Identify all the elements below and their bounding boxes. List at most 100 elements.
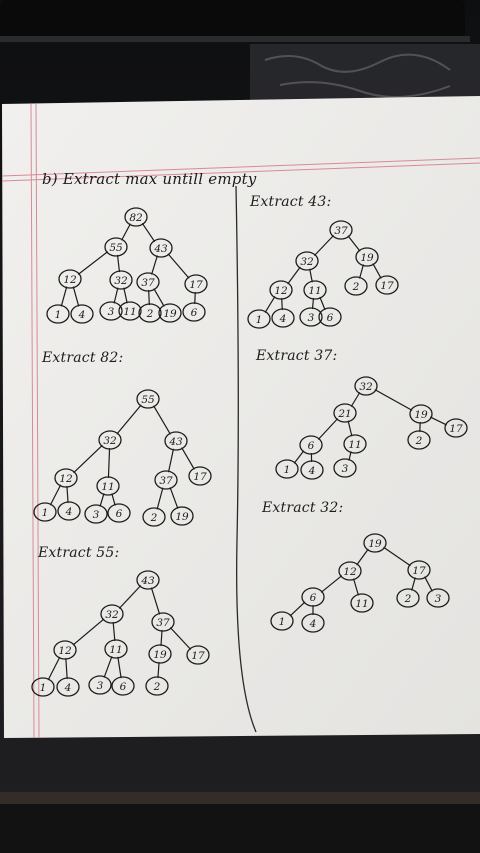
node-value: 12: [63, 274, 77, 286]
tree-edge: [309, 268, 313, 283]
table-edge: [0, 792, 480, 804]
tree-node: 3: [299, 307, 323, 327]
node-circle: [138, 303, 162, 323]
node-value: 12: [59, 473, 73, 485]
tree-node: 2: [142, 507, 166, 527]
node-value: 19: [414, 409, 428, 421]
node-value: 1: [256, 314, 263, 326]
tree-edge: [430, 416, 447, 426]
node-value: 43: [168, 436, 183, 448]
tree-node: 4: [56, 677, 80, 697]
node-circle: [343, 434, 367, 454]
node-circle: [186, 645, 210, 665]
node-circle: [107, 503, 131, 523]
node-value: 32: [114, 275, 128, 287]
tree-node: 55: [136, 389, 160, 409]
tree-edge: [374, 389, 413, 411]
tree-node: 3: [84, 504, 108, 524]
node-circle: [109, 270, 133, 290]
node-circle: [148, 644, 172, 664]
node-circle: [301, 613, 325, 633]
tree-edge: [181, 447, 195, 470]
tree-node: 1: [270, 611, 294, 631]
node-circle: [375, 275, 399, 295]
node-circle: [303, 280, 327, 300]
node-value: 55: [141, 394, 155, 406]
tree-edge: [293, 450, 305, 464]
tree-node: 1: [33, 502, 57, 522]
node-value: 82: [129, 212, 143, 224]
node-circle: [170, 506, 194, 526]
node-circle: [70, 304, 94, 324]
tree-edge: [141, 223, 156, 242]
tree-node: 12: [54, 468, 78, 488]
tree-edge: [170, 627, 191, 650]
tree-node: 11: [118, 301, 142, 321]
tree-edge: [320, 575, 343, 593]
node-value: 11: [355, 598, 368, 610]
node-circle: [136, 389, 160, 409]
tree-edge: [72, 618, 105, 646]
tree-edge: [314, 235, 334, 256]
node-circle: [363, 533, 387, 553]
node-value: 19: [368, 538, 382, 550]
step-label-extract-37: Extract 37:: [256, 348, 338, 364]
tree-node: 4: [70, 304, 94, 324]
tree-node: 6: [107, 503, 131, 523]
node-circle: [88, 675, 112, 695]
node-circle: [271, 308, 295, 328]
node-circle: [124, 207, 148, 227]
node-value: 12: [58, 645, 72, 657]
node-circle: [58, 269, 82, 289]
node-circle: [98, 430, 122, 450]
tree-edge: [359, 264, 364, 279]
node-circle: [57, 501, 81, 521]
tree-node: 17: [407, 560, 431, 580]
node-value: 37: [159, 475, 173, 487]
node-value: 1: [279, 616, 286, 628]
tree-node: 19: [409, 404, 433, 424]
node-circle: [54, 468, 78, 488]
tree-node: 43: [149, 238, 173, 258]
tree-node: 82: [124, 207, 148, 227]
node-circle: [154, 470, 178, 490]
node-value: 11: [101, 481, 114, 493]
node-value: 17: [193, 471, 207, 483]
node-circle: [53, 640, 77, 660]
tree-node: 2: [407, 430, 431, 450]
tree-edge: [111, 493, 116, 506]
node-value: 2: [146, 308, 154, 320]
node-value: 11: [109, 644, 122, 656]
node-circle: [301, 587, 325, 607]
tree-edge: [112, 621, 116, 642]
tree-node: 2: [344, 276, 368, 296]
tree-edge: [347, 235, 361, 252]
world-map-mat: [250, 44, 480, 104]
tree-node: 1: [247, 309, 271, 329]
tree-edge: [153, 288, 165, 307]
tree-edge: [73, 444, 103, 474]
section-heading: b) Extract max untill empty: [42, 170, 257, 188]
node-value: 19: [360, 252, 374, 264]
tree-node: 32: [295, 251, 319, 271]
step-label-extract-32: Extract 32:: [262, 500, 344, 516]
tree-node: 37: [136, 272, 160, 292]
tree-node: 3: [426, 588, 450, 608]
node-circle: [158, 303, 182, 323]
node-value: 43: [153, 243, 168, 255]
tree-edge: [411, 577, 416, 591]
tree-node: 37: [151, 612, 175, 632]
tree-edge: [350, 392, 361, 407]
node-circle: [96, 476, 120, 496]
tree-node: 17: [184, 274, 208, 294]
node-value: 37: [156, 617, 170, 629]
node-circle: [118, 301, 142, 321]
node-value: 3: [108, 306, 115, 318]
node-circle: [142, 507, 166, 527]
node-circle: [396, 588, 420, 608]
tree-node: 32: [354, 376, 378, 396]
node-circle: [338, 561, 362, 581]
tree-node: 32: [100, 604, 124, 624]
tree-node: 37: [154, 470, 178, 490]
node-circle: [426, 588, 450, 608]
